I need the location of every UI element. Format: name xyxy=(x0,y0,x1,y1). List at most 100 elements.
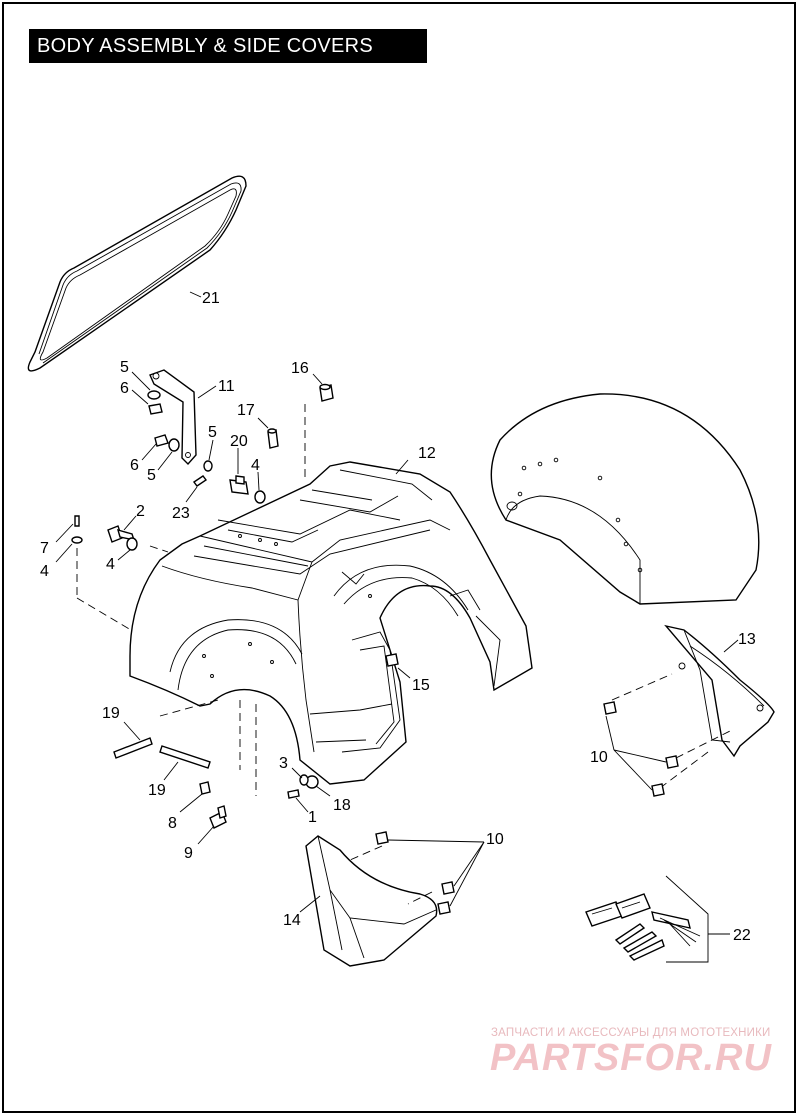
part-5-washer-mid xyxy=(203,460,213,472)
callout-13: 13 xyxy=(738,631,756,648)
callout-23: 23 xyxy=(172,505,190,522)
part-14-side-cover xyxy=(305,835,438,967)
part-10-grommet-l3 xyxy=(437,901,451,915)
watermark-brand: PARTSFOR.RU xyxy=(490,1037,772,1079)
callout-9: 9 xyxy=(184,845,193,862)
part-10-grommet-r3 xyxy=(651,783,665,797)
leader-12 xyxy=(395,459,409,475)
leader-8 xyxy=(179,793,203,813)
callout-4a: 4 xyxy=(40,563,49,580)
callout-18: 18 xyxy=(333,797,351,814)
callout-16: 16 xyxy=(291,360,309,377)
part-6-nut-upper xyxy=(148,403,163,415)
part-5-washer-upper xyxy=(147,390,161,400)
dashed-guide-14a xyxy=(349,845,383,861)
part-23-pin xyxy=(192,475,208,487)
callout-1: 1 xyxy=(308,809,317,826)
leader-11 xyxy=(197,385,217,399)
part-19-pad-a xyxy=(113,737,153,759)
callout-2: 2 xyxy=(136,503,145,520)
part-rear-fender xyxy=(490,393,760,605)
callout-19b: 19 xyxy=(148,782,166,799)
part-10-grommet-l2 xyxy=(441,881,455,895)
leader-4c xyxy=(117,549,131,561)
dashed-guide-14b xyxy=(407,891,433,905)
part-4-washer-mid xyxy=(254,490,266,504)
leader-19a xyxy=(123,721,141,741)
callout-21: 21 xyxy=(202,290,220,307)
callout-14: 14 xyxy=(283,912,301,929)
part-10-grommet-r1 xyxy=(603,701,617,715)
part-15-nut xyxy=(385,653,399,667)
bracket-22 xyxy=(665,875,709,963)
leader-17 xyxy=(257,417,269,429)
leader-5c xyxy=(208,439,214,461)
callout-4b: 4 xyxy=(251,457,260,474)
callout-20: 20 xyxy=(230,433,248,450)
callout-19a: 19 xyxy=(102,705,120,722)
part-12-fender-body xyxy=(129,461,533,785)
leader-15 xyxy=(397,667,411,679)
part-20-stud xyxy=(229,475,249,495)
part-8-clip xyxy=(199,781,211,795)
callout-22: 22 xyxy=(733,927,751,944)
leader-10b-2 xyxy=(453,841,485,887)
leader-19b xyxy=(163,761,179,781)
leader-10a-1 xyxy=(605,715,615,751)
leader-2 xyxy=(123,515,137,531)
dashed-guide-13b xyxy=(675,729,733,759)
dashed-guide-13a xyxy=(611,673,673,701)
callout-10a: 10 xyxy=(590,749,608,766)
leader-23 xyxy=(185,486,198,503)
callout-10b: 10 xyxy=(486,831,504,848)
watermark-tagline: ЗАПЧАСТИ И АКСЕССУАРЫ ДЛЯ МОТОТЕХНИКИ xyxy=(491,1027,771,1039)
leader-4b xyxy=(257,471,260,491)
leader-1 xyxy=(295,797,309,813)
leader-10b-1 xyxy=(387,839,485,843)
callout-8: 8 xyxy=(168,815,177,832)
part-7-screw xyxy=(74,515,80,527)
part-11-bracket xyxy=(149,369,197,466)
leader-13 xyxy=(723,639,739,653)
callout-5b: 5 xyxy=(147,467,156,484)
leader-6b xyxy=(141,443,157,461)
leader-7 xyxy=(55,523,74,543)
part-13-side-cover xyxy=(664,624,775,758)
part-9-clip xyxy=(209,805,227,829)
leader-4a xyxy=(55,543,73,563)
part-5-washer-lower xyxy=(168,438,180,452)
part-6-nut-lower xyxy=(154,434,169,447)
part-4-washer-far xyxy=(71,536,83,544)
part-2-bolt xyxy=(107,525,136,543)
dashed-guide-19 xyxy=(159,699,219,717)
callout-7: 7 xyxy=(40,540,49,557)
leader-18 xyxy=(315,785,331,797)
leader-6a xyxy=(131,389,149,405)
leader-5b xyxy=(157,451,173,471)
leader-5a xyxy=(131,371,151,391)
part-3-washer xyxy=(299,774,309,786)
part-10-grommet-r2 xyxy=(665,755,679,769)
part-17-spacer xyxy=(267,428,279,449)
leader-16 xyxy=(312,373,323,385)
part-21-seal xyxy=(27,175,247,372)
part-19-pad-b xyxy=(159,745,211,769)
leader-9 xyxy=(197,825,215,845)
part-22-tool-kit xyxy=(585,893,701,961)
leader-14 xyxy=(299,895,321,913)
leader-3 xyxy=(291,767,303,779)
callout-6b: 6 xyxy=(130,457,139,474)
dashed-guide-7b xyxy=(76,597,169,653)
callout-12: 12 xyxy=(418,445,436,462)
part-1-screw xyxy=(287,789,300,799)
callout-5c: 5 xyxy=(208,424,217,441)
leader-10a-2 xyxy=(613,749,667,763)
dashed-guide-2 xyxy=(149,545,169,553)
part-16-grommet xyxy=(319,383,334,402)
leader-21 xyxy=(189,291,202,298)
leader-10b-3 xyxy=(449,841,485,907)
diagram-title: BODY ASSEMBLY & SIDE COVERS xyxy=(29,29,427,63)
part-10-grommet-l1 xyxy=(375,831,389,845)
callout-5a: 5 xyxy=(120,359,129,376)
